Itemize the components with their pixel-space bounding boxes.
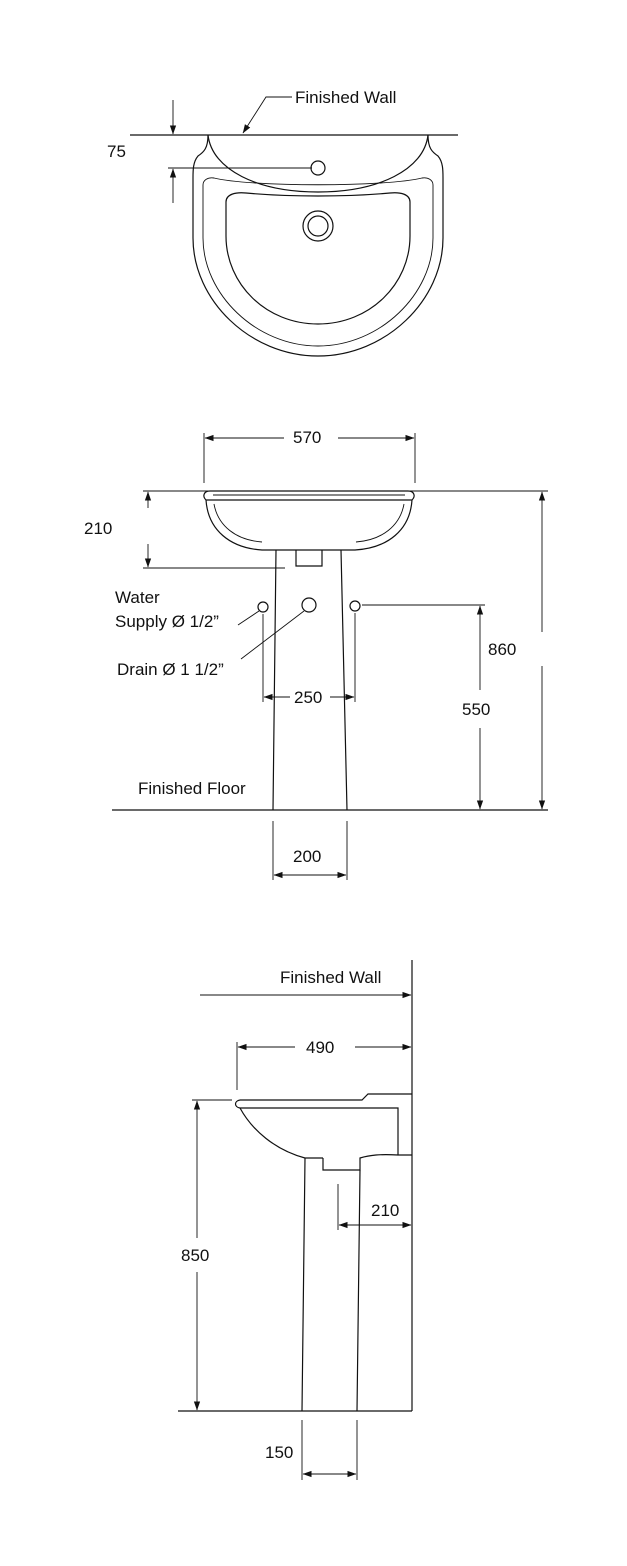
front-drain-hole [301,597,317,613]
front-basin-body [205,499,413,551]
top-basin-outer [192,134,444,357]
front-supply-left [257,601,269,613]
front-drain-leader [240,610,305,660]
side-dim-210-label: 210 [371,1201,399,1220]
side-view: Finished Wall 490 210 850 150 [178,960,413,1480]
front-pedestal [272,549,348,811]
top-finished-wall-label: Finished Wall [295,88,396,107]
side-pedestal [301,1157,361,1412]
front-dim-250-label: 250 [294,688,322,707]
front-drain-box [295,550,323,567]
front-finished-floor-label: Finished Floor [138,779,246,798]
top-faucet-hole [310,160,326,176]
front-dim-210-label: 210 [84,519,112,538]
front-dim-550-label: 550 [462,700,490,719]
front-basin-inner [213,503,263,543]
top-basin-deck [207,134,429,193]
front-drain-label: Drain Ø 1 1/2” [117,660,224,679]
top-dim-75-label: 75 [107,142,126,161]
front-supply-right [349,600,361,612]
side-dim-850-label: 850 [181,1246,209,1265]
side-basin-lip [234,1099,399,1155]
front-water-label-1: Water [115,588,160,607]
front-water-label-2: Supply Ø 1/2” [115,612,219,631]
front-dim-200-label: 200 [293,847,321,866]
front-basin-inner-right [355,503,405,543]
top-basin-outer-inner [202,185,434,347]
top-drain-inner [307,215,329,237]
side-basin-top [240,1093,412,1101]
front-water-leader [237,610,260,626]
front-dim-570-label: 570 [293,428,321,447]
side-basin-body [239,1107,323,1159]
top-basin-rim [202,177,434,186]
front-basin-rim [203,490,415,501]
top-view: Finished Wall 75 [107,88,458,357]
side-dim-490-label: 490 [306,1038,334,1057]
top-drain-outer [302,210,334,242]
top-bowl [225,192,411,325]
side-drain-box [322,1154,412,1171]
side-dim-150-label: 150 [265,1443,293,1462]
side-finished-wall-label: Finished Wall [280,968,381,987]
front-view: 570 210 Water Supply Ø 1/2” Drain Ø 1 1/… [84,428,548,880]
front-dim-860-label: 860 [488,640,516,659]
top-wall-leader [242,96,292,134]
